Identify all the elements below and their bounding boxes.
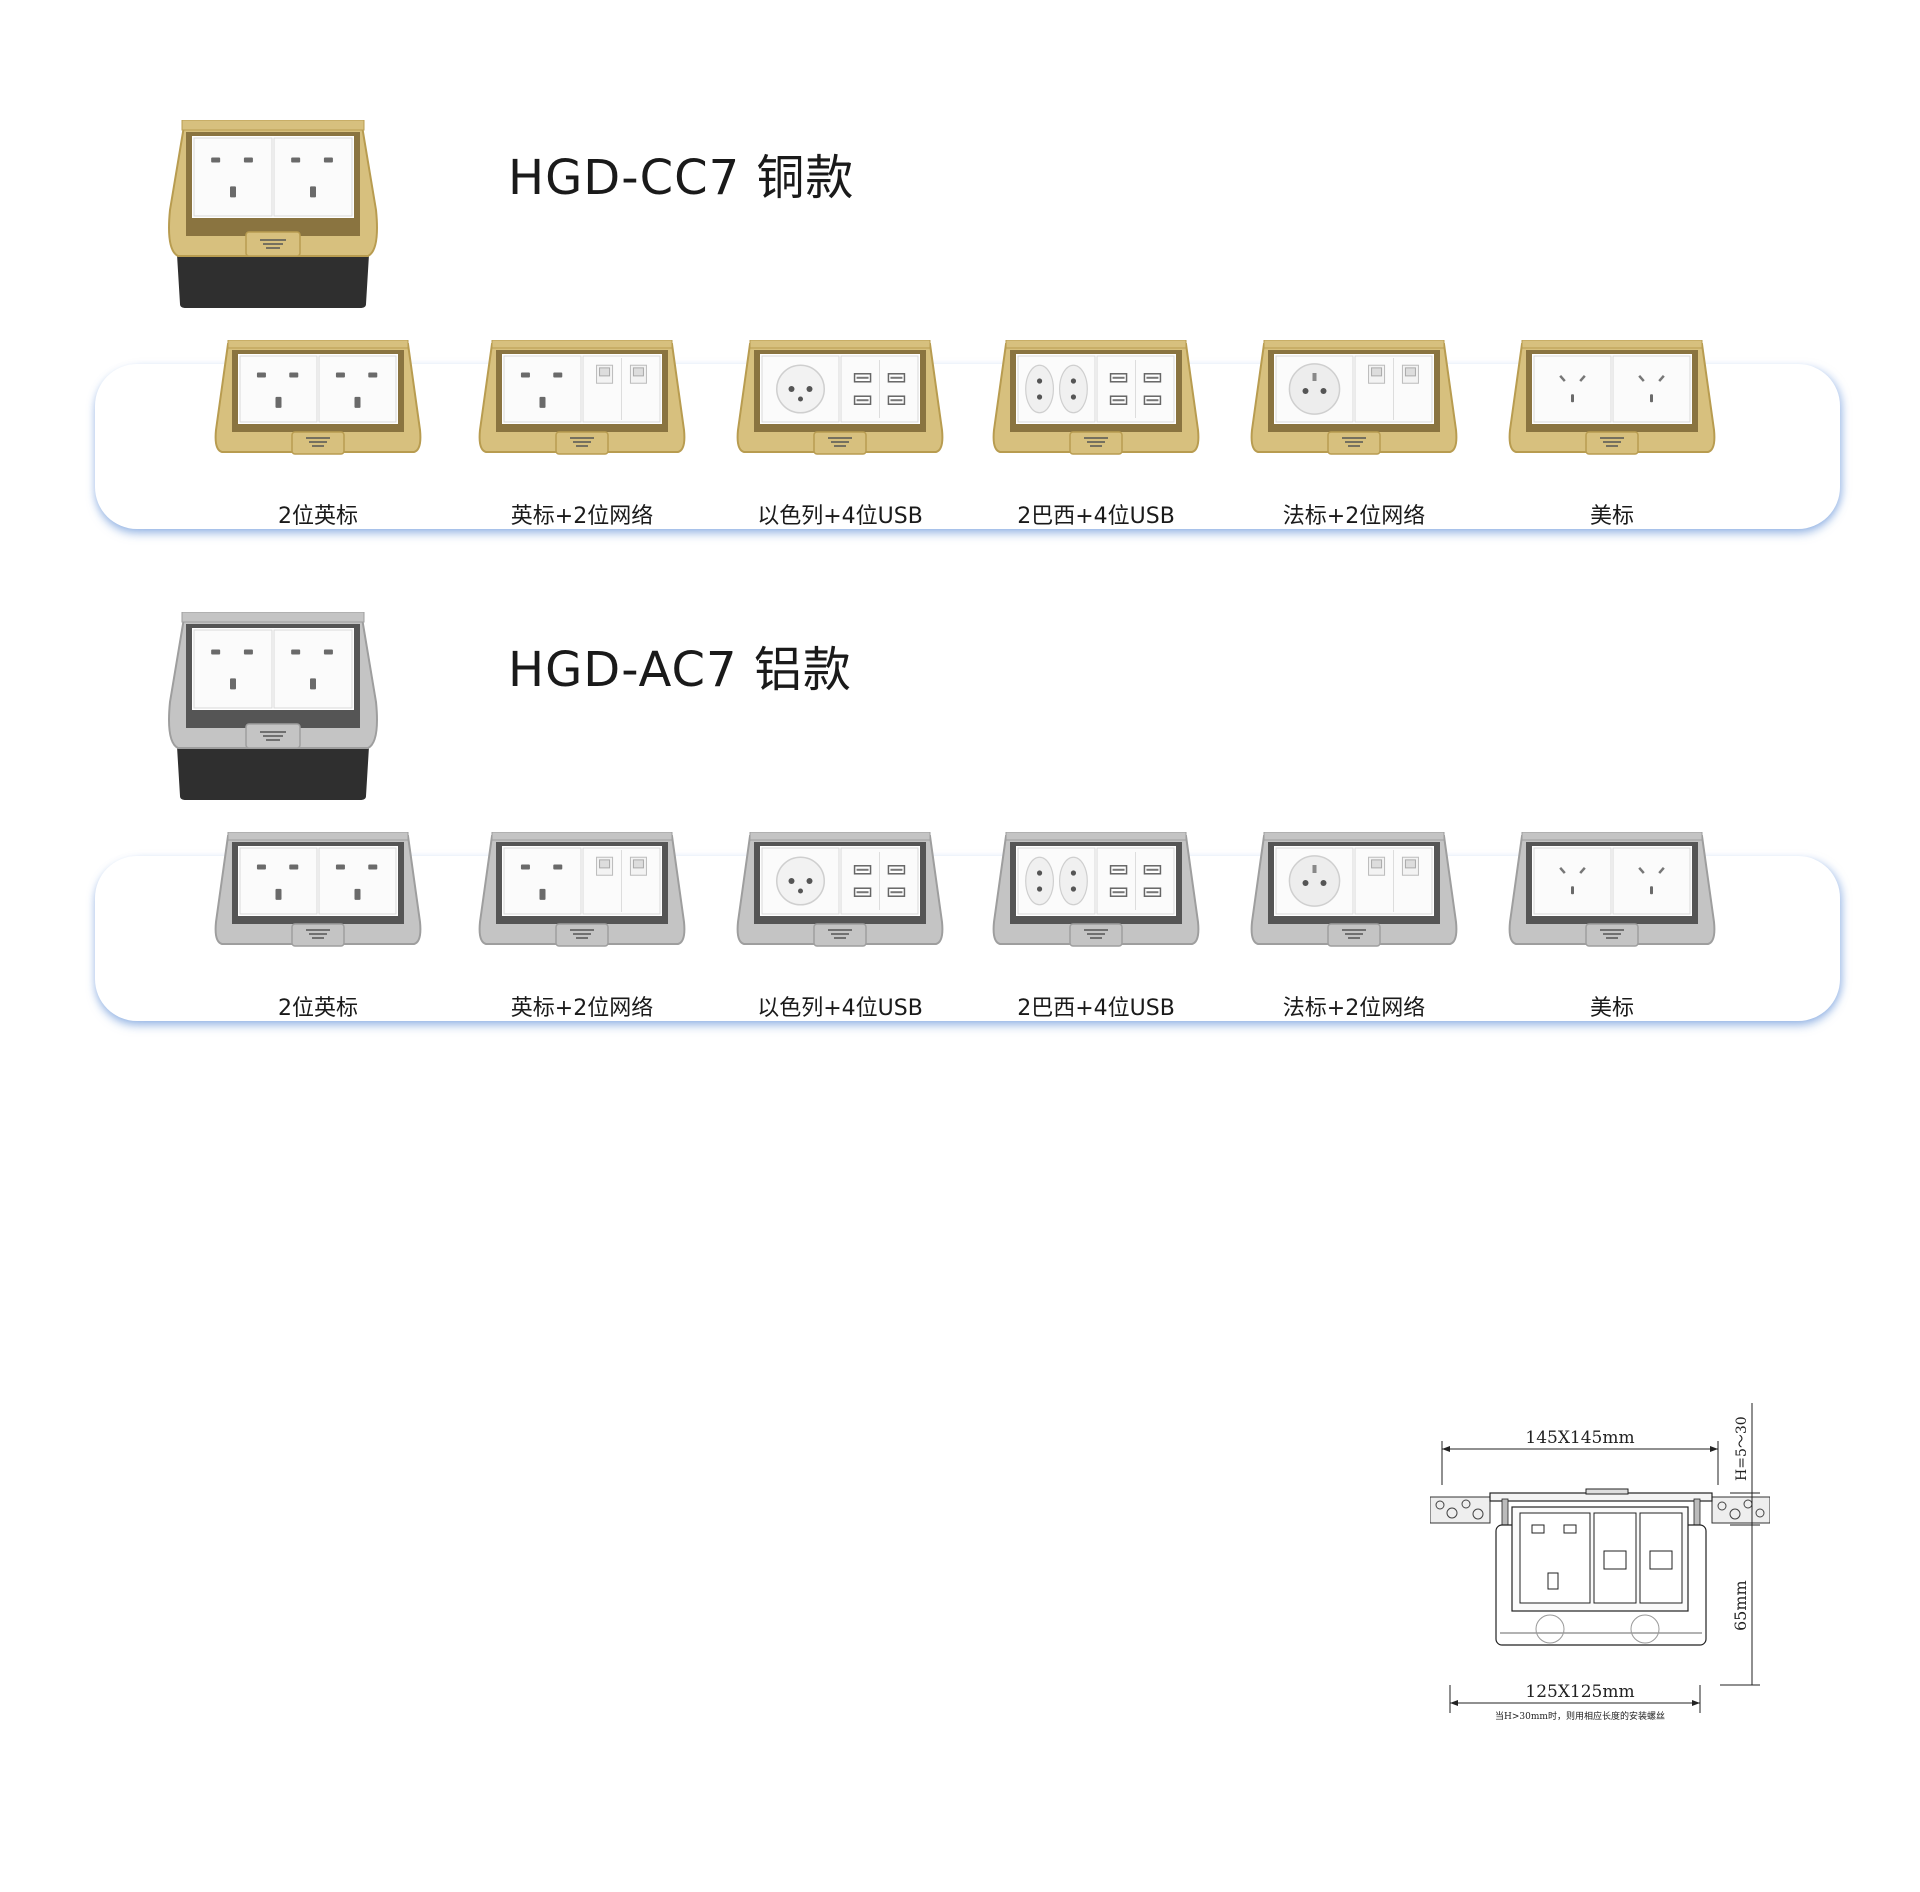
socket-variant-image <box>214 340 422 455</box>
socket-module-right <box>840 847 919 915</box>
socket-variant-label: 英标+2位网络 <box>510 996 654 1021</box>
dimension-diagram: 145X145mm H=5～30 65mm 125X125mm 当H>30mm时… <box>1430 1403 1770 1722</box>
socket-module-right <box>273 137 353 217</box>
socket-module-left <box>761 847 840 915</box>
socket-variant-label: 法标+2位网络 <box>1282 504 1426 529</box>
socket-module-right <box>582 847 661 915</box>
socket-module-left <box>239 355 318 423</box>
socket-variant-label: 美标 <box>1589 504 1634 529</box>
socket-variant-card: 美标 <box>1502 340 1722 540</box>
socket-variant-image <box>992 340 1200 455</box>
socket-module-right <box>318 355 397 423</box>
socket-variant-image <box>1250 340 1458 455</box>
socket-module-right <box>273 629 353 709</box>
socket-variant-card: 2位英标 <box>208 340 428 540</box>
hero-floor-socket-aluminium <box>168 612 378 800</box>
socket-variant-card: 2巴西+4位USB <box>986 340 1206 540</box>
socket-module-left <box>239 847 318 915</box>
socket-variant-card: 法标+2位网络 <box>1244 832 1464 1032</box>
section-title: HGD-AC7 铝款 <box>508 642 852 698</box>
dim-height-range-label: H=5～30 <box>1734 1416 1750 1481</box>
socket-variant-card: 美标 <box>1502 832 1722 1032</box>
socket-variant-card: 以色列+4位USB <box>730 340 950 540</box>
socket-variant-label: 美标 <box>1589 996 1634 1021</box>
socket-variant-card: 法标+2位网络 <box>1244 340 1464 540</box>
socket-module-left <box>1275 355 1354 423</box>
socket-variant-label: 以色列+4位USB <box>757 996 923 1021</box>
socket-module-left <box>1533 847 1612 915</box>
socket-module-right <box>1612 847 1691 915</box>
socket-module-left <box>503 355 582 423</box>
dim-bottom-label: 125X125mm <box>1525 1682 1634 1702</box>
hero-floor-socket-copper <box>168 120 378 308</box>
socket-module-right <box>582 355 661 423</box>
dim-depth-label: 65mm <box>1731 1580 1750 1631</box>
socket-module-right <box>1096 355 1175 423</box>
socket-variant-label: 法标+2位网络 <box>1282 996 1426 1021</box>
socket-module-right <box>318 847 397 915</box>
section-title: HGD-CC7 铜款 <box>508 150 855 206</box>
socket-module-left <box>193 629 273 709</box>
socket-variant-image <box>1508 832 1716 947</box>
dim-top-label: 145X145mm <box>1525 1428 1634 1448</box>
socket-module-right <box>1354 355 1433 423</box>
socket-variant-image <box>736 340 944 455</box>
dim-note: 当H>30mm时，则用相应长度的安装螺丝 <box>1495 1710 1665 1722</box>
socket-variant-image <box>478 340 686 455</box>
socket-module-left <box>1533 355 1612 423</box>
socket-variant-card: 以色列+4位USB <box>730 832 950 1032</box>
socket-module-right <box>1612 355 1691 423</box>
socket-variant-label: 2巴西+4位USB <box>1017 504 1175 529</box>
socket-module-left <box>503 847 582 915</box>
socket-variant-label: 2位英标 <box>278 504 358 529</box>
socket-module-left <box>1017 355 1096 423</box>
socket-variant-image <box>1250 832 1458 947</box>
socket-variant-image <box>992 832 1200 947</box>
socket-variant-card: 英标+2位网络 <box>472 832 692 1032</box>
socket-variant-card: 2巴西+4位USB <box>986 832 1206 1032</box>
socket-module-left <box>761 355 840 423</box>
socket-variant-image <box>1508 340 1716 455</box>
socket-module-left <box>193 137 273 217</box>
socket-variant-card: 英标+2位网络 <box>472 340 692 540</box>
socket-variant-label: 2巴西+4位USB <box>1017 996 1175 1021</box>
socket-module-right <box>1096 847 1175 915</box>
socket-module-left <box>1275 847 1354 915</box>
socket-variant-label: 以色列+4位USB <box>757 504 923 529</box>
socket-variant-label: 2位英标 <box>278 996 358 1021</box>
socket-variant-label: 英标+2位网络 <box>510 504 654 529</box>
socket-variant-card: 2位英标 <box>208 832 428 1032</box>
socket-variant-image <box>214 832 422 947</box>
socket-module-left <box>1017 847 1096 915</box>
socket-variant-image <box>478 832 686 947</box>
socket-module-right <box>1354 847 1433 915</box>
socket-variant-image <box>736 832 944 947</box>
socket-module-right <box>840 355 919 423</box>
